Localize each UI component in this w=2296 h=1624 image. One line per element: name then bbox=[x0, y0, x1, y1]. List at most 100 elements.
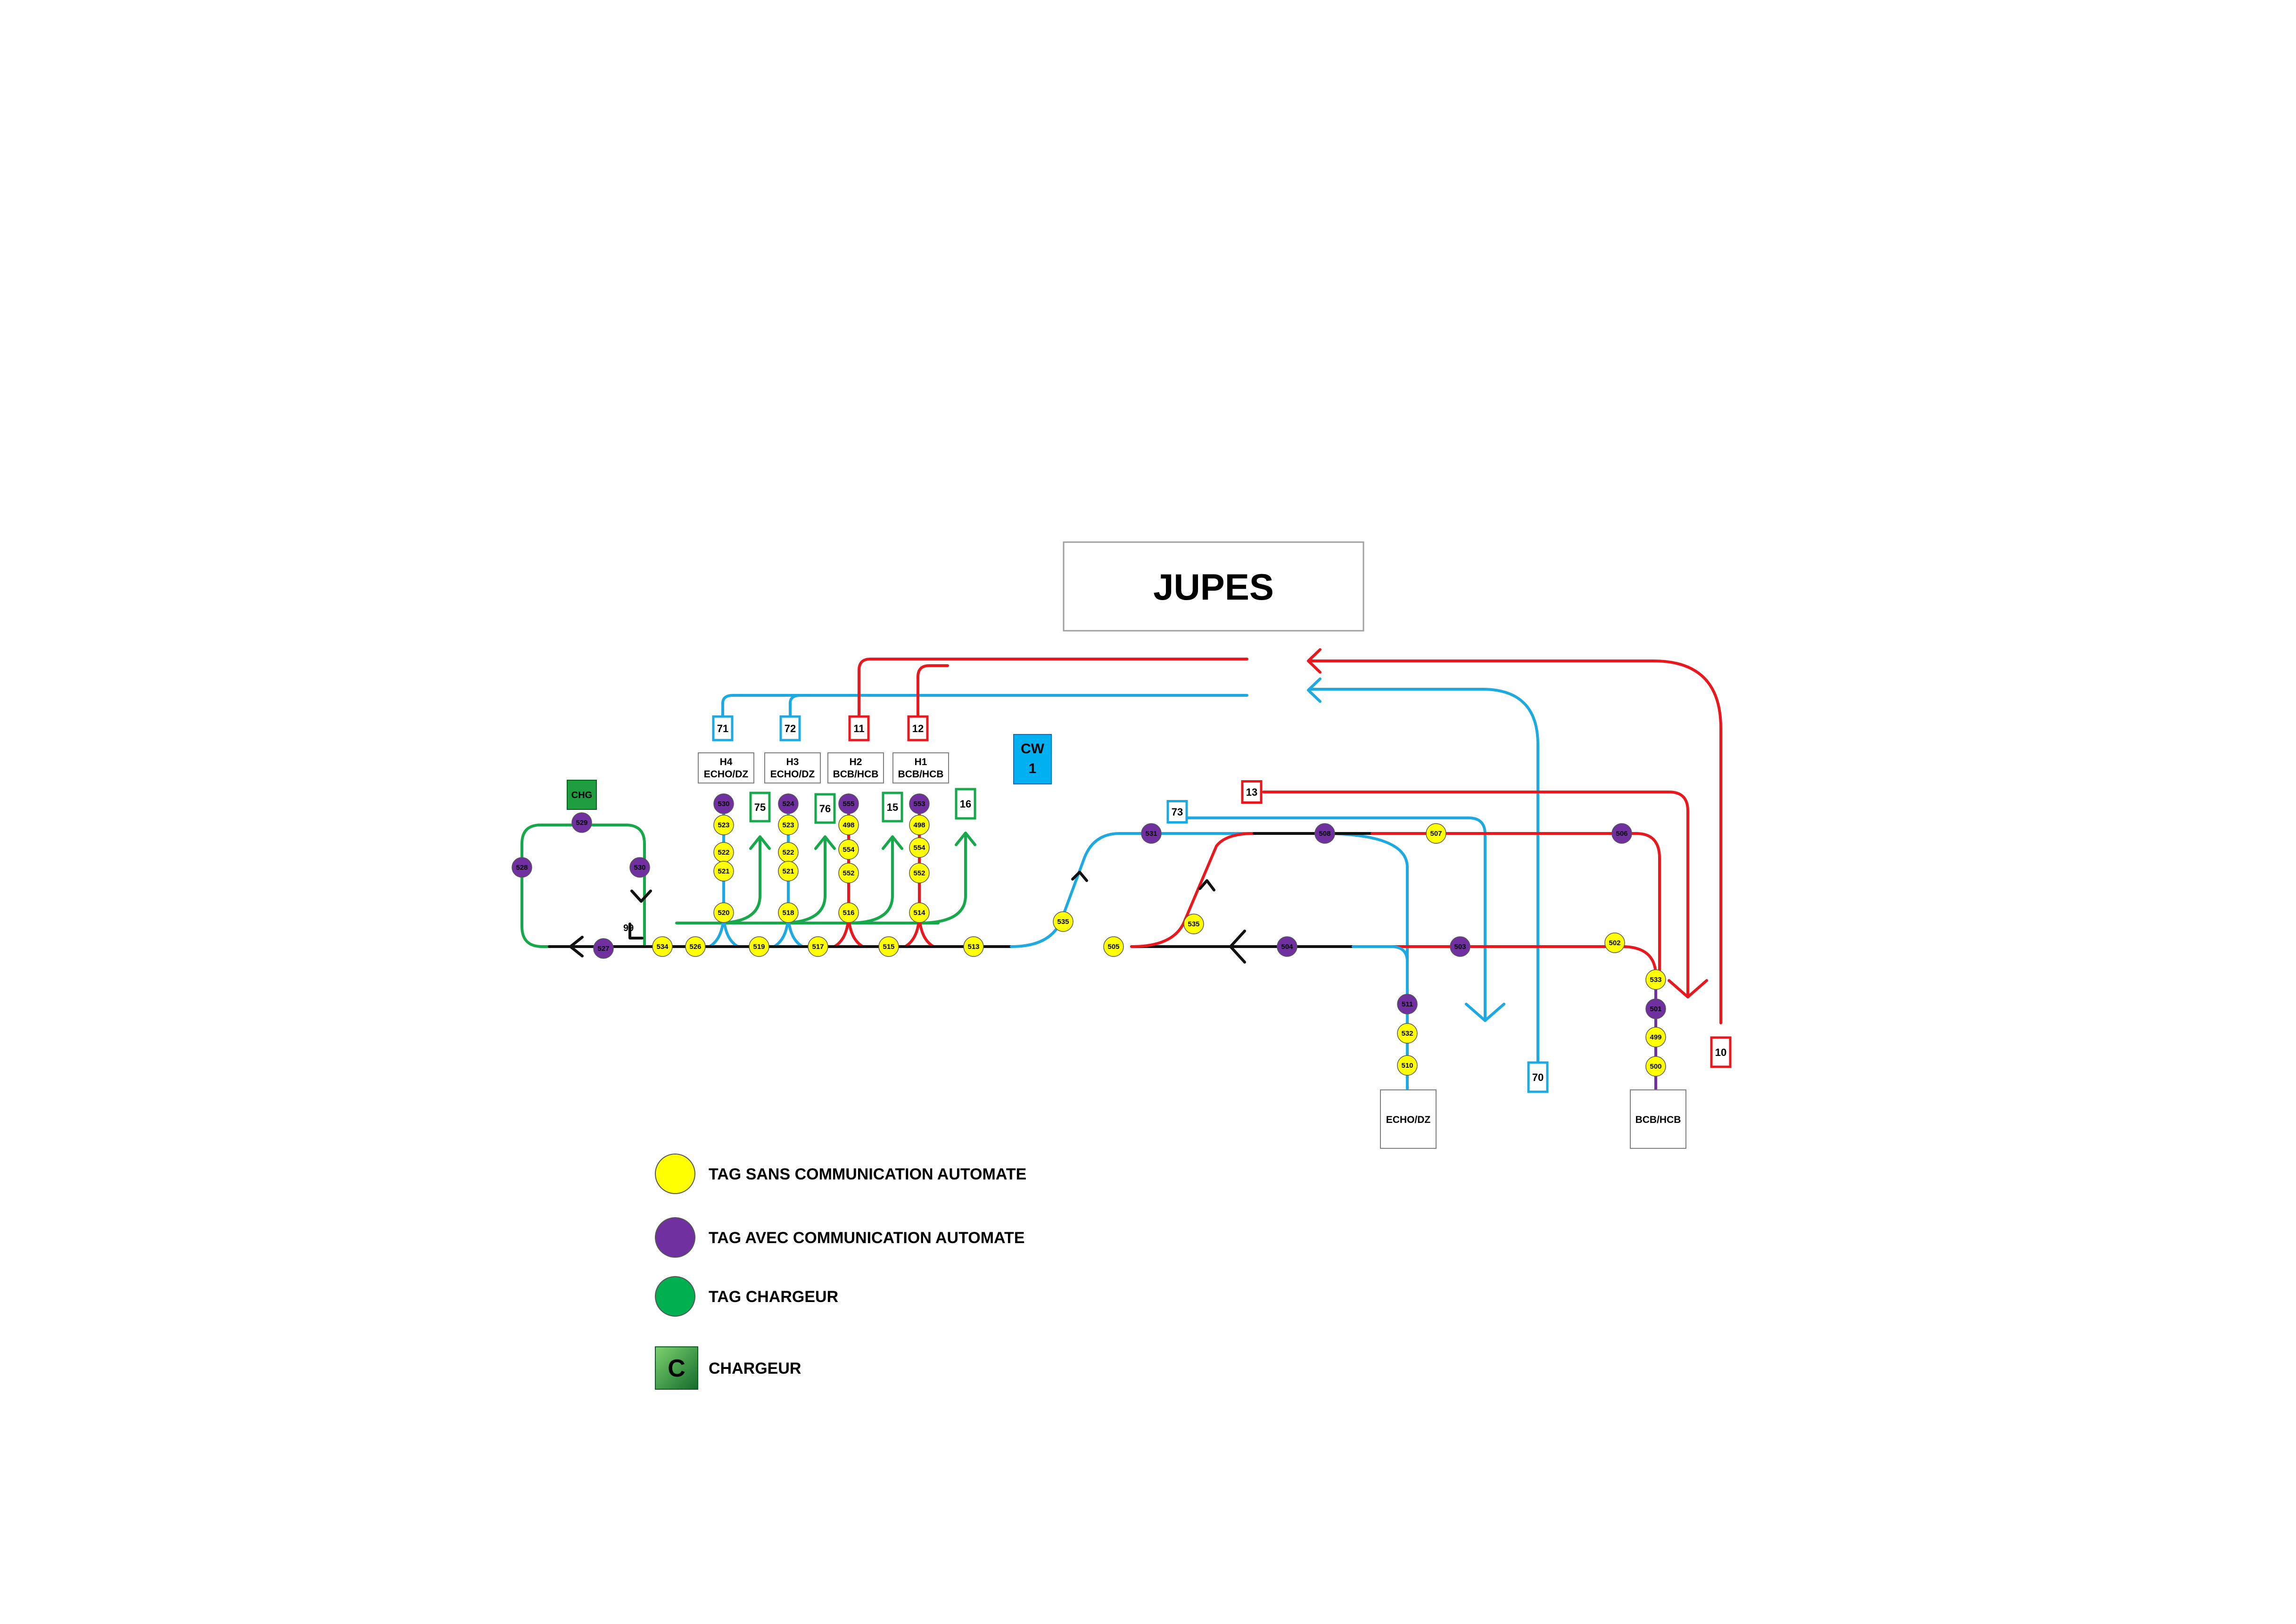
tag-529: 529 bbox=[571, 812, 592, 833]
arrow-blue-ramp-up bbox=[1071, 871, 1088, 882]
track-blue-73 bbox=[1183, 816, 1487, 1021]
track-red-13 bbox=[1262, 791, 1689, 997]
cw-number: 1 bbox=[1029, 761, 1037, 776]
charger-glyph: C bbox=[668, 1355, 685, 1382]
tag-521: 521 bbox=[778, 861, 799, 882]
track-red-11 bbox=[858, 658, 1248, 719]
tag-499: 499 bbox=[1645, 1027, 1666, 1047]
tag-522: 522 bbox=[778, 842, 799, 863]
badge-10: 10 bbox=[1710, 1036, 1732, 1068]
badge-76: 76 bbox=[814, 793, 836, 824]
legend-item: TAG CHARGEUR bbox=[655, 1276, 838, 1317]
tag-504: 504 bbox=[1277, 936, 1297, 957]
track-green-16 bbox=[918, 832, 967, 924]
arrow-red-down bbox=[1668, 979, 1708, 998]
tag-522: 522 bbox=[713, 842, 734, 863]
arrow-loop-left bbox=[569, 936, 584, 957]
arrow-blue-return bbox=[1307, 677, 1321, 703]
tag-530: 530 bbox=[629, 857, 650, 878]
tag-label: 530 bbox=[718, 800, 729, 808]
tag-label: 535 bbox=[1188, 920, 1199, 928]
tag-524: 524 bbox=[778, 793, 799, 814]
tag-label: 535 bbox=[1057, 918, 1069, 926]
legend-item: TAG SANS COMMUNICATION AUTOMATE bbox=[655, 1154, 1026, 1194]
tag-label: 504 bbox=[1281, 943, 1293, 951]
badge-label: 73 bbox=[1172, 806, 1183, 818]
tag-514: 514 bbox=[909, 902, 930, 923]
arrow-main-left bbox=[1229, 930, 1246, 964]
charger-label: CHG bbox=[571, 790, 592, 800]
tag-505: 505 bbox=[1103, 936, 1124, 957]
tag-label: 500 bbox=[1650, 1063, 1661, 1071]
tag-label: 524 bbox=[782, 800, 794, 808]
station-product: ECHO/DZ bbox=[770, 769, 815, 780]
arrow-green-76 bbox=[814, 835, 836, 850]
tag-label: 523 bbox=[782, 821, 794, 829]
tag-503: 503 bbox=[1450, 936, 1470, 957]
tag-label: 498 bbox=[913, 821, 925, 829]
tag-label: 528 bbox=[516, 864, 528, 872]
tag-label: 505 bbox=[1107, 943, 1119, 951]
tag-520: 520 bbox=[713, 902, 734, 923]
tag-519: 519 bbox=[749, 936, 769, 957]
station-product: BCB/HCB bbox=[833, 769, 879, 780]
tag-552: 552 bbox=[838, 863, 859, 883]
badge-15: 15 bbox=[882, 791, 903, 823]
track-blue-71 bbox=[721, 694, 1248, 719]
tag-498: 498 bbox=[838, 815, 859, 835]
badge-label: 10 bbox=[1715, 1047, 1726, 1058]
title-block: JUPES bbox=[1063, 541, 1364, 632]
tag-508: 508 bbox=[1314, 823, 1335, 844]
tag-535: 535 bbox=[1183, 914, 1204, 934]
track-green-75 bbox=[715, 837, 761, 924]
track-upper-red bbox=[1371, 832, 1661, 988]
station-name: H3 bbox=[786, 757, 799, 767]
tag-510: 510 bbox=[1397, 1055, 1418, 1076]
tag-label: 522 bbox=[782, 849, 794, 857]
arrow-blue-down bbox=[1465, 1003, 1505, 1022]
station-name: H2 bbox=[850, 757, 862, 767]
badge-75: 75 bbox=[749, 791, 771, 823]
tag-label: 502 bbox=[1609, 939, 1620, 947]
tag-502: 502 bbox=[1604, 932, 1625, 953]
tag-553: 553 bbox=[909, 793, 930, 814]
junction-label: 99 bbox=[623, 923, 634, 933]
station-name: H4 bbox=[720, 757, 733, 767]
badge-73: 73 bbox=[1166, 800, 1188, 824]
tag-label: 511 bbox=[1402, 1000, 1413, 1008]
legend-label: TAG AVEC COMMUNICATION AUTOMATE bbox=[709, 1229, 1025, 1247]
tag-label: 526 bbox=[689, 943, 701, 951]
station-name: BCB/HCB bbox=[1635, 1114, 1681, 1125]
tag-517: 517 bbox=[808, 936, 828, 957]
cw-label: CW bbox=[1021, 741, 1045, 757]
badge-label: 76 bbox=[819, 803, 831, 815]
legend-swatch bbox=[655, 1276, 695, 1317]
tag-523: 523 bbox=[778, 815, 799, 835]
track-red-ramp bbox=[1130, 832, 1321, 948]
tag-label: 554 bbox=[842, 846, 855, 854]
arrow-red-ramp-up bbox=[1198, 879, 1215, 891]
legend-item: TAG AVEC COMMUNICATION AUTOMATE bbox=[655, 1217, 1025, 1258]
tag-507: 507 bbox=[1426, 823, 1446, 844]
legend-label: TAG CHARGEUR bbox=[709, 1288, 838, 1306]
tag-label: 506 bbox=[1616, 830, 1627, 838]
tag-label: 507 bbox=[1430, 830, 1442, 838]
cw-block: CW 1 bbox=[1013, 734, 1052, 784]
junction-99-mark bbox=[628, 923, 644, 940]
tag-554: 554 bbox=[838, 839, 859, 860]
legend-swatch bbox=[655, 1217, 695, 1258]
badge-label: 15 bbox=[887, 801, 898, 813]
tag-label: 515 bbox=[883, 943, 894, 951]
tag-515: 515 bbox=[878, 936, 899, 957]
badge-label: 70 bbox=[1532, 1072, 1544, 1083]
tag-526: 526 bbox=[685, 936, 706, 957]
arrow-green-15 bbox=[882, 835, 903, 850]
tag-535: 535 bbox=[1053, 911, 1074, 932]
tag-label: 513 bbox=[967, 943, 979, 951]
badge-11: 11 bbox=[848, 715, 870, 742]
tag-label: 553 bbox=[913, 800, 925, 808]
badge-label: 72 bbox=[785, 723, 796, 734]
tag-516: 516 bbox=[838, 902, 859, 923]
